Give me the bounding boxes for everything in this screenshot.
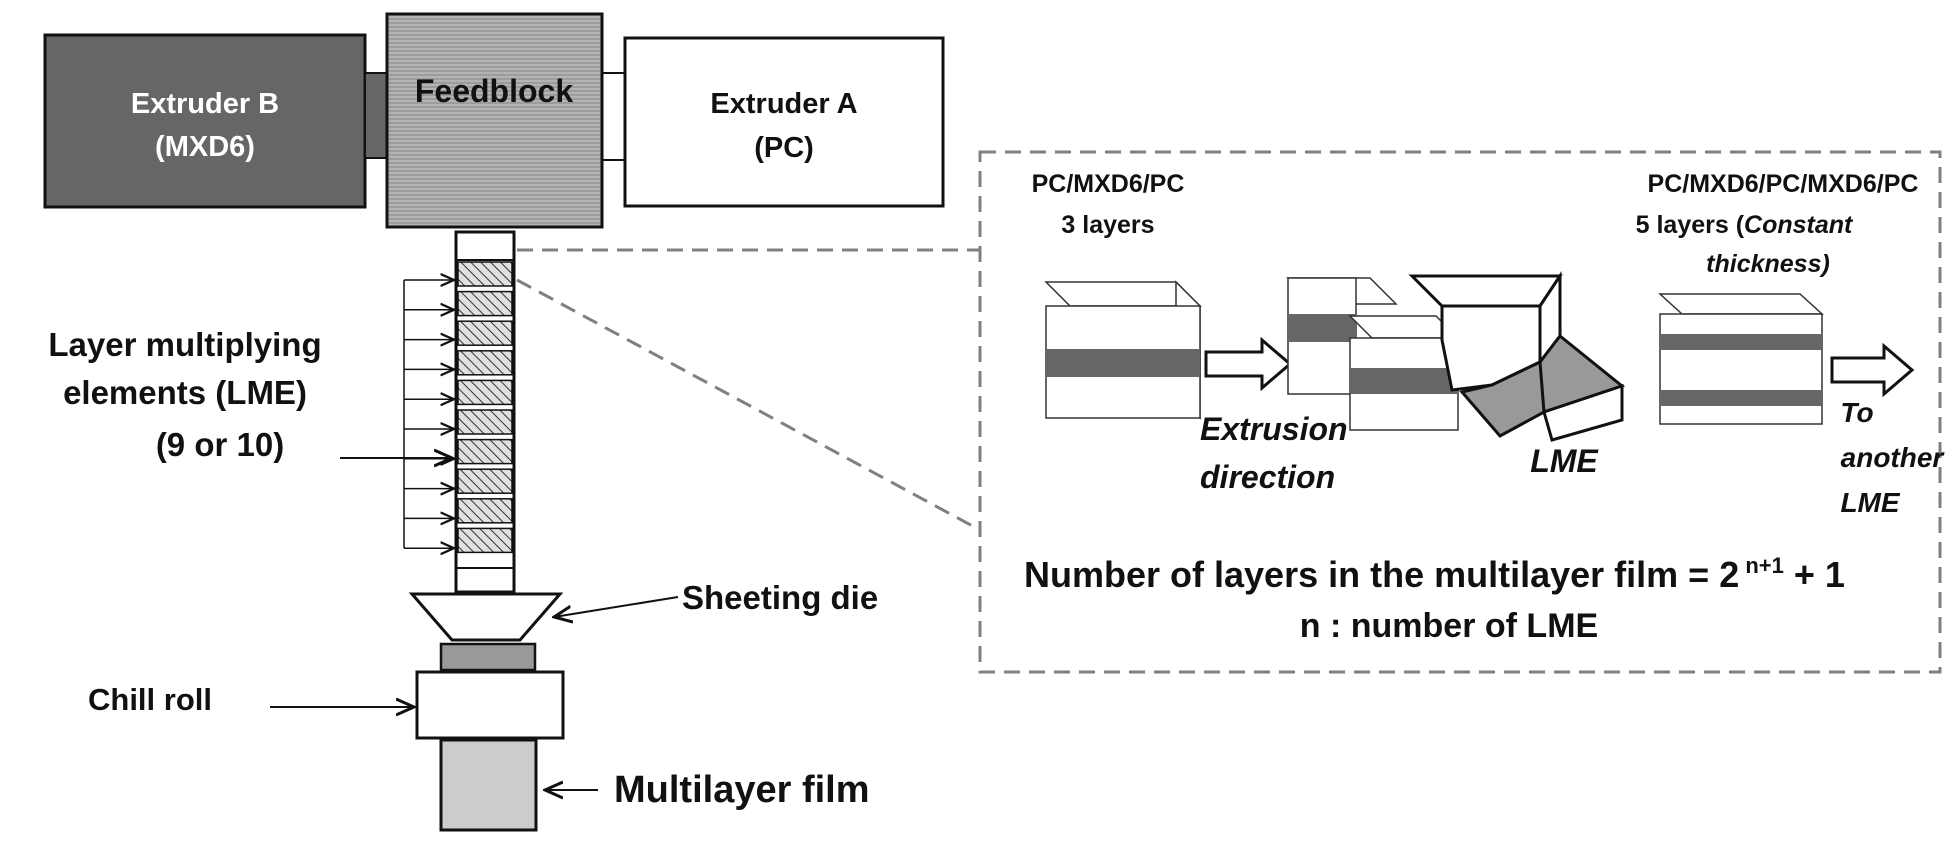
to-label-line3: LME bbox=[1840, 487, 1900, 518]
feedblock: Feedblock bbox=[385, 12, 604, 229]
inset-right-title-line1: PC/MXD6/PC/MXD6/PC bbox=[1648, 170, 1919, 198]
lme-cell bbox=[457, 290, 513, 317]
three-layer-block bbox=[1044, 280, 1202, 420]
lme-cells bbox=[457, 261, 513, 554]
lme-shape bbox=[1408, 271, 1626, 442]
lme-inset-label: LME bbox=[1530, 443, 1599, 479]
lme-cell bbox=[457, 468, 513, 494]
extruder-a: Extruder A (PC) bbox=[623, 36, 945, 208]
sheeting-die bbox=[408, 592, 564, 642]
inset-left-title-line2: 3 layers bbox=[1061, 211, 1154, 239]
extruder-b-material: (MXD6) bbox=[155, 131, 255, 163]
lme-cell bbox=[457, 350, 513, 376]
to-label-line2: another bbox=[1841, 442, 1946, 473]
extruder-b: Extruder B (MXD6) bbox=[43, 33, 367, 209]
lme-cell bbox=[457, 320, 513, 346]
sheeting-die-label: Sheeting die bbox=[682, 579, 878, 616]
extrusion-label-line1: Extrusion bbox=[1200, 411, 1348, 447]
lme-label-line1: Layer multiplying bbox=[48, 326, 321, 363]
zoom-line-bottom bbox=[516, 278, 981, 532]
feedblock-label: Feedblock bbox=[415, 73, 573, 109]
split-block-back bbox=[1286, 277, 1398, 395]
lme-cell bbox=[457, 527, 513, 554]
to-label-line1: To bbox=[1840, 397, 1873, 428]
extruder-a-material: (PC) bbox=[754, 132, 814, 164]
sheeting-die-arrow bbox=[554, 596, 679, 617]
extruder-a-label: Extruder A bbox=[710, 88, 857, 120]
split-block-front bbox=[1348, 315, 1460, 431]
multilayer-film-label: Multilayer film bbox=[614, 769, 870, 811]
chill-roll-label: Chill roll bbox=[88, 682, 212, 717]
lme-cell bbox=[457, 438, 513, 465]
chill-roll-top bbox=[439, 642, 537, 672]
extrusion-arrow bbox=[1204, 336, 1293, 392]
lme-cell bbox=[457, 498, 513, 524]
lme-cell bbox=[457, 261, 513, 287]
extrusion-label-line2: direction bbox=[1200, 459, 1335, 495]
extruder-b-connector bbox=[364, 72, 388, 159]
lme-cell bbox=[457, 409, 513, 435]
lme-column bbox=[454, 230, 516, 594]
chill-roll bbox=[415, 670, 565, 740]
lme-label-line3: (9 or 10) bbox=[156, 426, 284, 463]
lme-cell bbox=[457, 379, 513, 406]
output-arrow bbox=[1830, 342, 1915, 398]
lme-label-line2: elements (LME) bbox=[63, 374, 307, 411]
lme-bracket-arrows bbox=[403, 280, 454, 548]
formula-line1: Number of layers in the multilayer film … bbox=[1024, 553, 1845, 595]
lme-inset: PC/MXD6/PC 3 layers PC/MXD6/PC/MXD6/PC 5… bbox=[978, 150, 1946, 674]
five-layer-block bbox=[1658, 293, 1824, 425]
multilayer-film bbox=[439, 738, 538, 832]
formula-line2: n : number of LME bbox=[1300, 607, 1598, 645]
inset-right-title-line3: thickness) bbox=[1706, 250, 1830, 278]
extruder-b-label: Extruder B bbox=[131, 88, 279, 120]
inset-left-title-line1: PC/MXD6/PC bbox=[1032, 170, 1185, 198]
inset-right-title-line2: 5 layers (Constant bbox=[1636, 211, 1854, 239]
